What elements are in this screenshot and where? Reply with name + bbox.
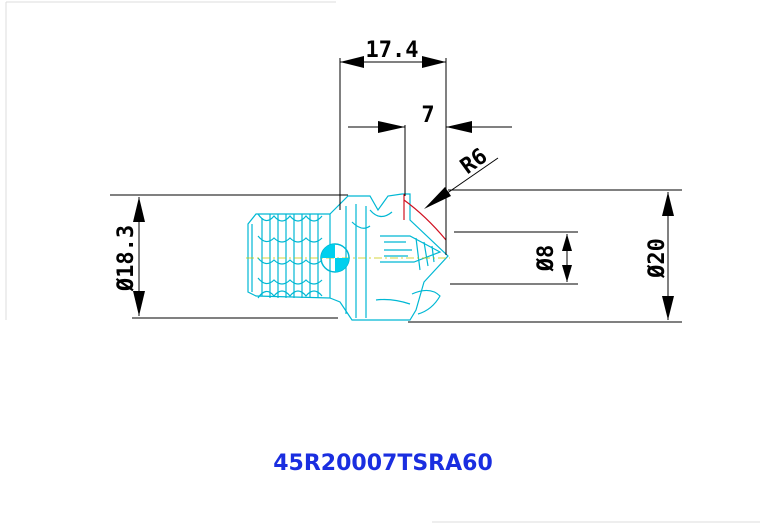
cutter-part-outline [246, 193, 450, 321]
center-mark-icon [320, 243, 350, 273]
threaded-shank [247, 213, 331, 299]
dimension-head-length: 7 [421, 103, 434, 128]
dimension-bore-diameter: Ø8 [534, 245, 559, 273]
dimension-overall-length: 17.4 [366, 38, 419, 63]
dimension-head-diameter: Ø20 [645, 238, 670, 279]
part-code: 45R20007TSRA60 [273, 451, 493, 476]
dimension-lines [110, 58, 682, 323]
dimension-shank-diameter: Ø18.3 [114, 225, 139, 292]
cutter-head [329, 193, 449, 321]
frame-lines [5, 1, 760, 523]
radius-accent [403, 194, 447, 241]
dimension-radius: R6 [456, 144, 492, 180]
dimension-arrowheads [133, 56, 674, 320]
